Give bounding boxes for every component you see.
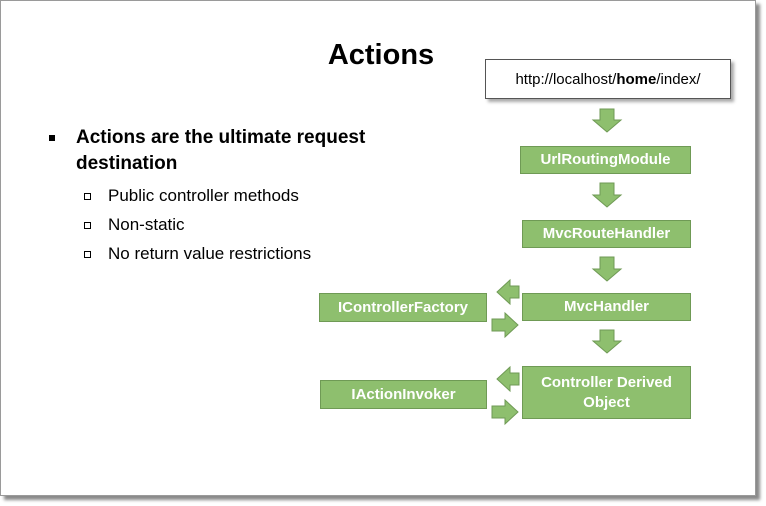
- sub-bullet-text: No return value restrictions: [108, 244, 312, 263]
- sub-bullet: Non-static: [47, 210, 427, 239]
- mvc-route-handler-box: MvcRouteHandler: [522, 220, 691, 248]
- mvc-handler-box: MvcHandler: [522, 293, 691, 321]
- right-arrow-icon: [491, 398, 519, 426]
- left-arrow-icon: [496, 365, 520, 393]
- main-bullet-text: Actions are the ultimate request destina…: [76, 127, 366, 174]
- down-arrow-icon: [591, 108, 623, 133]
- url-box: http://localhost/home/index/: [485, 59, 731, 99]
- down-arrow-icon: [591, 329, 623, 354]
- bullet-list: Actions are the ultimate request destina…: [47, 125, 427, 268]
- main-bullet: Actions are the ultimate request destina…: [47, 125, 427, 177]
- url-controller-segment: home: [616, 70, 657, 88]
- flow-arrows: [491, 108, 623, 426]
- left-arrow-icon: [496, 278, 520, 306]
- down-arrow-icon: [591, 182, 623, 208]
- url-suffix: /index/: [656, 70, 701, 88]
- action-invoker-box: IActionInvoker: [320, 380, 487, 409]
- controller-factory-box: IControllerFactory: [319, 293, 487, 322]
- slide: Actions Actions are the ultimate request…: [0, 0, 756, 496]
- sub-bullet: No return value restrictions: [47, 239, 427, 268]
- hollow-square-bullet-icon: [84, 222, 91, 229]
- square-bullet-icon: [49, 135, 55, 141]
- url-routing-module-box: UrlRoutingModule: [520, 146, 691, 174]
- sub-bullet: Public controller methods: [47, 181, 427, 210]
- sub-bullet-text: Non-static: [108, 215, 185, 234]
- sub-bullet-list: Public controller methods Non-static No …: [47, 181, 427, 268]
- sub-bullet-text: Public controller methods: [108, 186, 299, 205]
- hollow-square-bullet-icon: [84, 251, 91, 258]
- controller-derived-object-box: Controller Derived Object: [522, 366, 691, 419]
- slide-title: Actions: [327, 39, 435, 71]
- hollow-square-bullet-icon: [84, 193, 91, 200]
- right-arrow-icon: [491, 311, 519, 339]
- down-arrow-icon: [591, 256, 623, 282]
- url-prefix: http://localhost/: [515, 70, 617, 88]
